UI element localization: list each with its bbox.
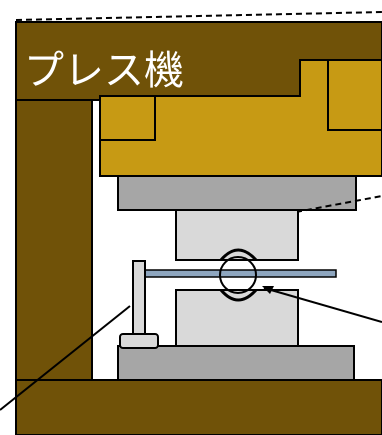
workpiece-rod xyxy=(139,269,337,278)
die-contact-ring xyxy=(219,248,258,302)
leader-line-contact xyxy=(263,287,382,323)
frame-top-dashed-edge xyxy=(15,11,382,21)
ram-step-notch xyxy=(100,95,156,141)
support-post xyxy=(132,260,146,342)
support-base xyxy=(119,333,159,349)
upper-punch xyxy=(175,209,299,261)
lower-die xyxy=(175,289,299,347)
bolster-plate xyxy=(117,345,355,381)
die-contact-circle xyxy=(219,256,257,294)
upper-die-holder xyxy=(117,175,357,211)
leader-line-support xyxy=(0,305,131,411)
press-title: プレス機 xyxy=(24,48,184,94)
leader-arrowhead xyxy=(262,286,274,294)
press-frame-bottom xyxy=(15,379,382,435)
dashed-connector-right xyxy=(295,195,382,213)
